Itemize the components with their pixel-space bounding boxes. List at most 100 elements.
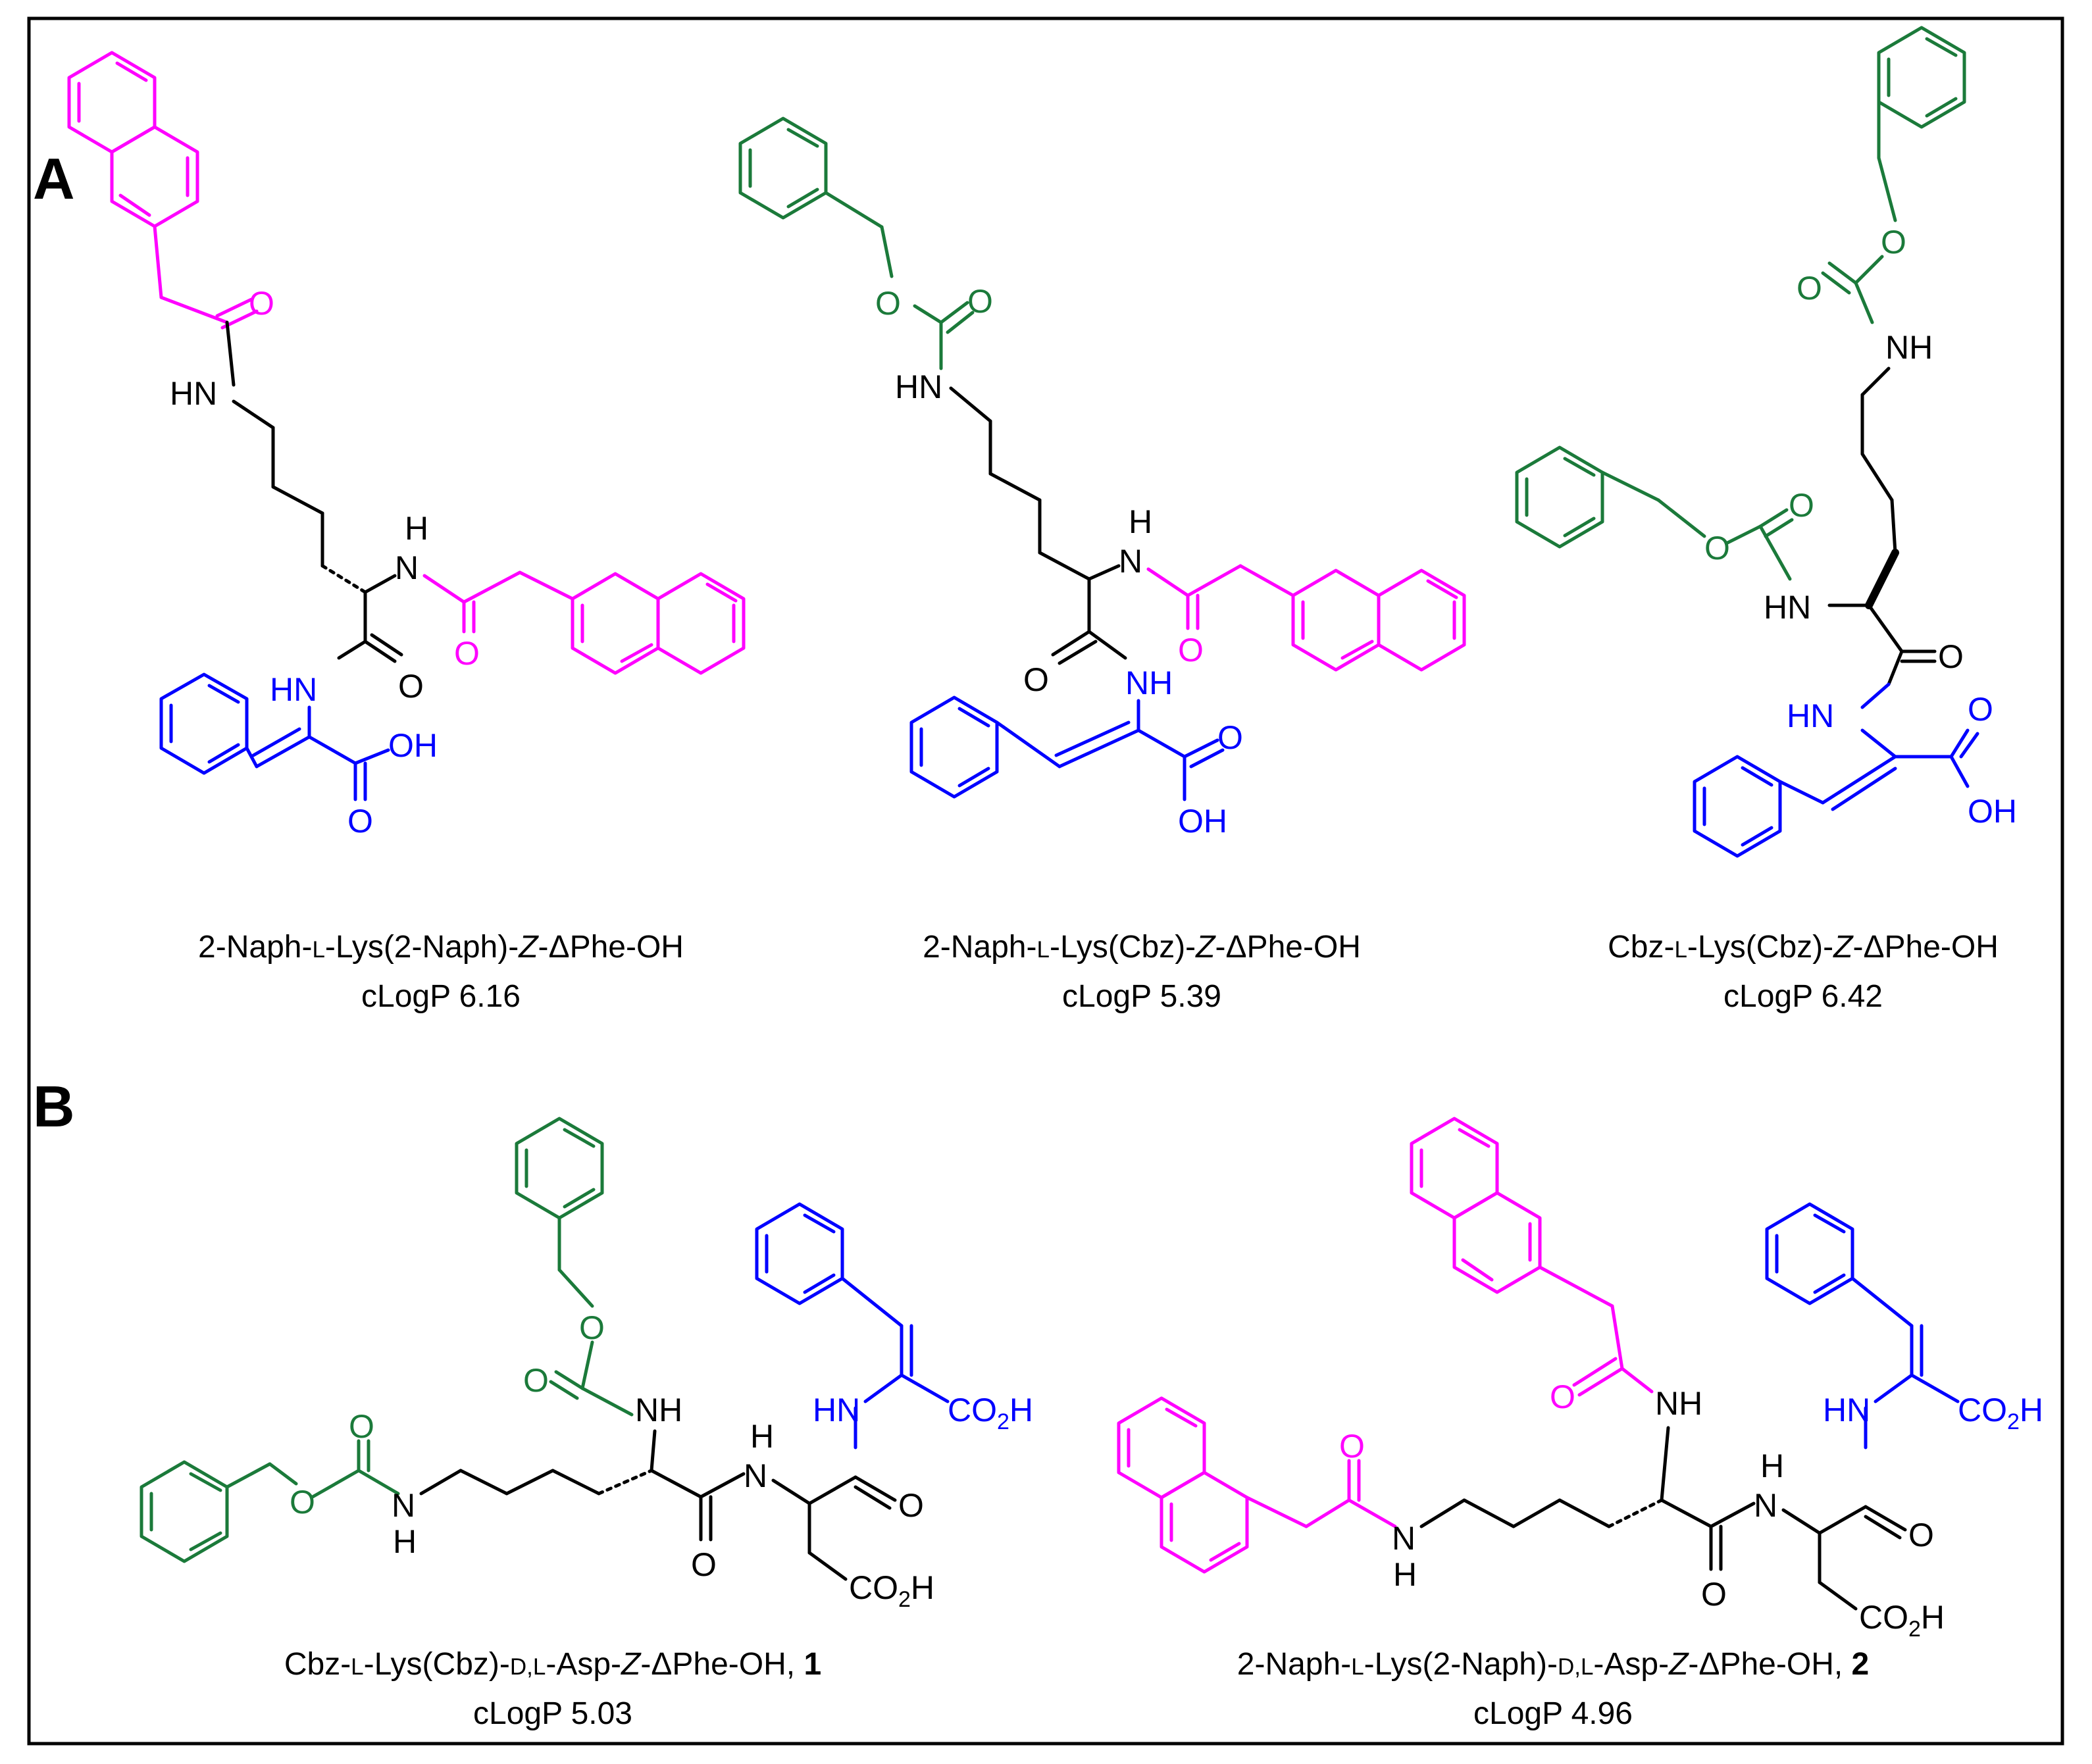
atom-label: N (395, 549, 419, 586)
clogp-value: cLogP 6.42 (1723, 979, 1883, 1014)
co-label: CO (948, 1392, 997, 1428)
caption-a3: Cbz-L-Lys(Cbz)-Z-ΔPhe-OH cLogP 6.42 (1608, 930, 1999, 1014)
h-label: H (911, 1569, 934, 1606)
clogp-value: cLogP 5.39 (1062, 979, 1221, 1014)
atom-label: NH (1125, 665, 1173, 701)
caption-fragment: 2-Naph- (923, 930, 1036, 965)
lysine-chain (419, 1429, 897, 1581)
atom-label: O (523, 1362, 549, 1399)
h-label: H (1009, 1392, 1033, 1428)
atom-label: H (1393, 1556, 1417, 1593)
dehydrophe-group (909, 695, 1225, 801)
clogp-value: cLogP 6.16 (361, 979, 521, 1014)
atom-label: HN (170, 375, 217, 412)
atom-label: N (392, 1487, 415, 1524)
caption-fragment: -ΔPhe-OH (538, 930, 684, 965)
atom-label: HN (1787, 697, 1834, 734)
atom-label: O (454, 635, 480, 672)
atom-label: H (405, 510, 428, 547)
co-label: CO (849, 1569, 898, 1606)
atom-label: O (1797, 270, 1822, 307)
atom-label: HN (813, 1392, 860, 1428)
caption-fragment: -Lys(Cbz)- (1050, 930, 1196, 965)
atom-label: O (1789, 487, 1814, 524)
caption-fragment: -ΔPhe-OH (1215, 930, 1361, 965)
compound-name: 2-Naph-L-Lys(Cbz)-Z-ΔPhe-OH (923, 930, 1361, 965)
atom-label: O (1704, 530, 1730, 567)
caption-fragment: Cbz- (284, 1647, 351, 1682)
atom-label: O (349, 1408, 374, 1445)
h-label: H (1921, 1599, 1945, 1636)
caption-fragment: 2-Naph- (198, 930, 312, 965)
caption-fragment: -Asp- (546, 1647, 621, 1682)
caption-fragment: -Asp- (1593, 1647, 1669, 1682)
lysine-chain (949, 386, 1127, 665)
atom-label: H (393, 1523, 417, 1560)
panel-label-b: B (33, 1074, 75, 1139)
cbz-group (738, 116, 975, 370)
subscript-two: 2 (997, 1409, 1009, 1434)
atom-label: CO2H (849, 1569, 934, 1612)
lysine-chain (1827, 366, 1937, 686)
naphthylacetyl-group (1146, 564, 1466, 672)
caption-fragment: -ΔPhe-OH, (1688, 1647, 1851, 1682)
co-label: CO (1859, 1599, 1908, 1636)
atom-label: O (875, 285, 901, 322)
clogp-value: cLogP 5.03 (473, 1696, 632, 1731)
atom-label: O (579, 1309, 605, 1346)
structure-a3: O O NH HN O O O (1515, 26, 2017, 858)
atom-label: H (1760, 1448, 1784, 1484)
structure-a1: O HN H N O (67, 51, 746, 840)
structure-a2: O O HN H N O NH (738, 116, 1466, 840)
atom-label: O (1701, 1576, 1727, 1613)
caption-fragment: L (1036, 937, 1049, 963)
caption-fragment: Z (518, 930, 539, 965)
co-label: CO (1958, 1392, 2007, 1428)
caption-fragment: D,L (1558, 1654, 1593, 1680)
caption-a2: 2-Naph-L-Lys(Cbz)-Z-ΔPhe-OH cLogP 5.39 (923, 930, 1361, 1014)
atom-label: HN (1823, 1392, 1870, 1428)
atom-label: HN (270, 671, 317, 708)
atom-label: CO2H (1859, 1599, 1945, 1642)
naphthylacetyl-group (1117, 1117, 1654, 1574)
atom-label: O (347, 803, 373, 840)
atom-label: O (1339, 1428, 1365, 1465)
caption-fragment: -ΔPhe-OH (1852, 930, 1998, 965)
caption-fragment: L (1351, 1654, 1364, 1680)
atom-label: N (1119, 543, 1142, 580)
atom-label: O (1908, 1517, 1934, 1553)
cbz-group (140, 1117, 634, 1563)
atom-label: CO2H (948, 1392, 1033, 1434)
atom-label: N (1754, 1487, 1777, 1524)
atom-label: O (967, 283, 993, 320)
caption-fragment: 2 (1852, 1647, 1870, 1682)
atom-label: OH (1968, 793, 2017, 830)
atom-label: NH (635, 1392, 682, 1428)
caption-fragment: 2-Naph- (1237, 1647, 1351, 1682)
atom-label: OH (388, 727, 438, 764)
caption-fragment: L (351, 1654, 363, 1680)
atom-label: H (1129, 503, 1152, 540)
compound-name: 2-Naph-L-Lys(2-Naph)-D,L-Asp-Z-ΔPhe-OH, … (1237, 1647, 1869, 1682)
atom-label: O (898, 1487, 924, 1524)
caption-fragment: -Lys(Cbz)- (364, 1647, 510, 1682)
dehydrophe-group (1765, 1202, 1960, 1449)
atom-label: N (1392, 1520, 1416, 1557)
atom-label: O (1217, 719, 1243, 756)
caption-fragment: Z (1668, 1647, 1689, 1682)
atom-label: O (1023, 661, 1049, 698)
subscript-two: 2 (1908, 1617, 1921, 1642)
atom-label: O (691, 1546, 717, 1583)
caption-fragment: Z (1195, 930, 1216, 965)
caption-fragment: 1 (804, 1647, 821, 1682)
cbz-group (1515, 445, 1794, 581)
atom-label: N (744, 1457, 767, 1494)
atom-label: O (398, 668, 424, 705)
lysine-chain (225, 320, 403, 663)
atom-label: CO2H (1958, 1392, 2043, 1434)
dehydrophe-group (1693, 682, 1979, 858)
naphthylacetyl-group (422, 570, 746, 675)
caption-fragment: L (1674, 937, 1687, 963)
caption-fragment: -ΔPhe-OH, (640, 1647, 804, 1682)
